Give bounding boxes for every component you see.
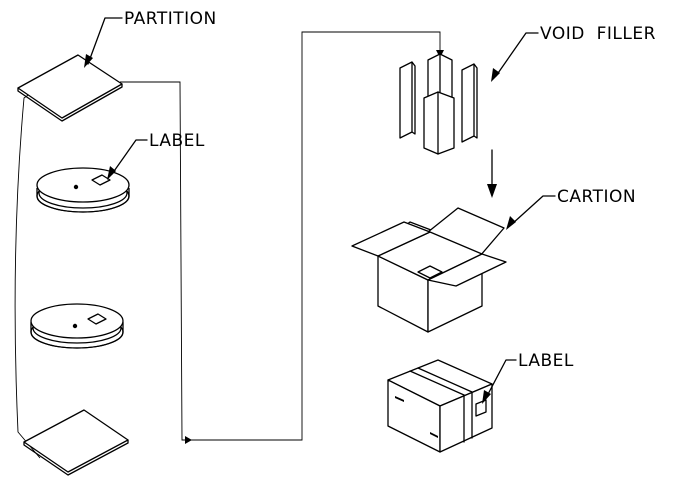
partition-label: PARTITION: [124, 9, 217, 29]
left-flow-line: [14, 87, 41, 459]
main-flow-line: [120, 31, 441, 441]
open-carton: [351, 207, 507, 333]
leader-lines: [84, 17, 556, 404]
bottom-partition-sheet: [23, 409, 129, 476]
flow-arrowhead-right: [185, 436, 192, 444]
carton-label: CARTION: [557, 187, 636, 207]
disc-stack-2: [30, 303, 124, 349]
box-label-callout: LABEL: [518, 351, 574, 371]
disc-label-patch: [91, 174, 111, 186]
void-filler-label: VOID FILLER: [540, 24, 656, 44]
void-filler-pieces: [399, 53, 478, 155]
top-partition-sheet: [17, 54, 123, 122]
disc-stack-1: [36, 167, 130, 213]
disc-label-callout: LABEL: [149, 131, 205, 151]
down-arrow: [487, 149, 497, 198]
sealed-box: [387, 359, 493, 453]
disc-label-patch-2: [87, 313, 107, 325]
